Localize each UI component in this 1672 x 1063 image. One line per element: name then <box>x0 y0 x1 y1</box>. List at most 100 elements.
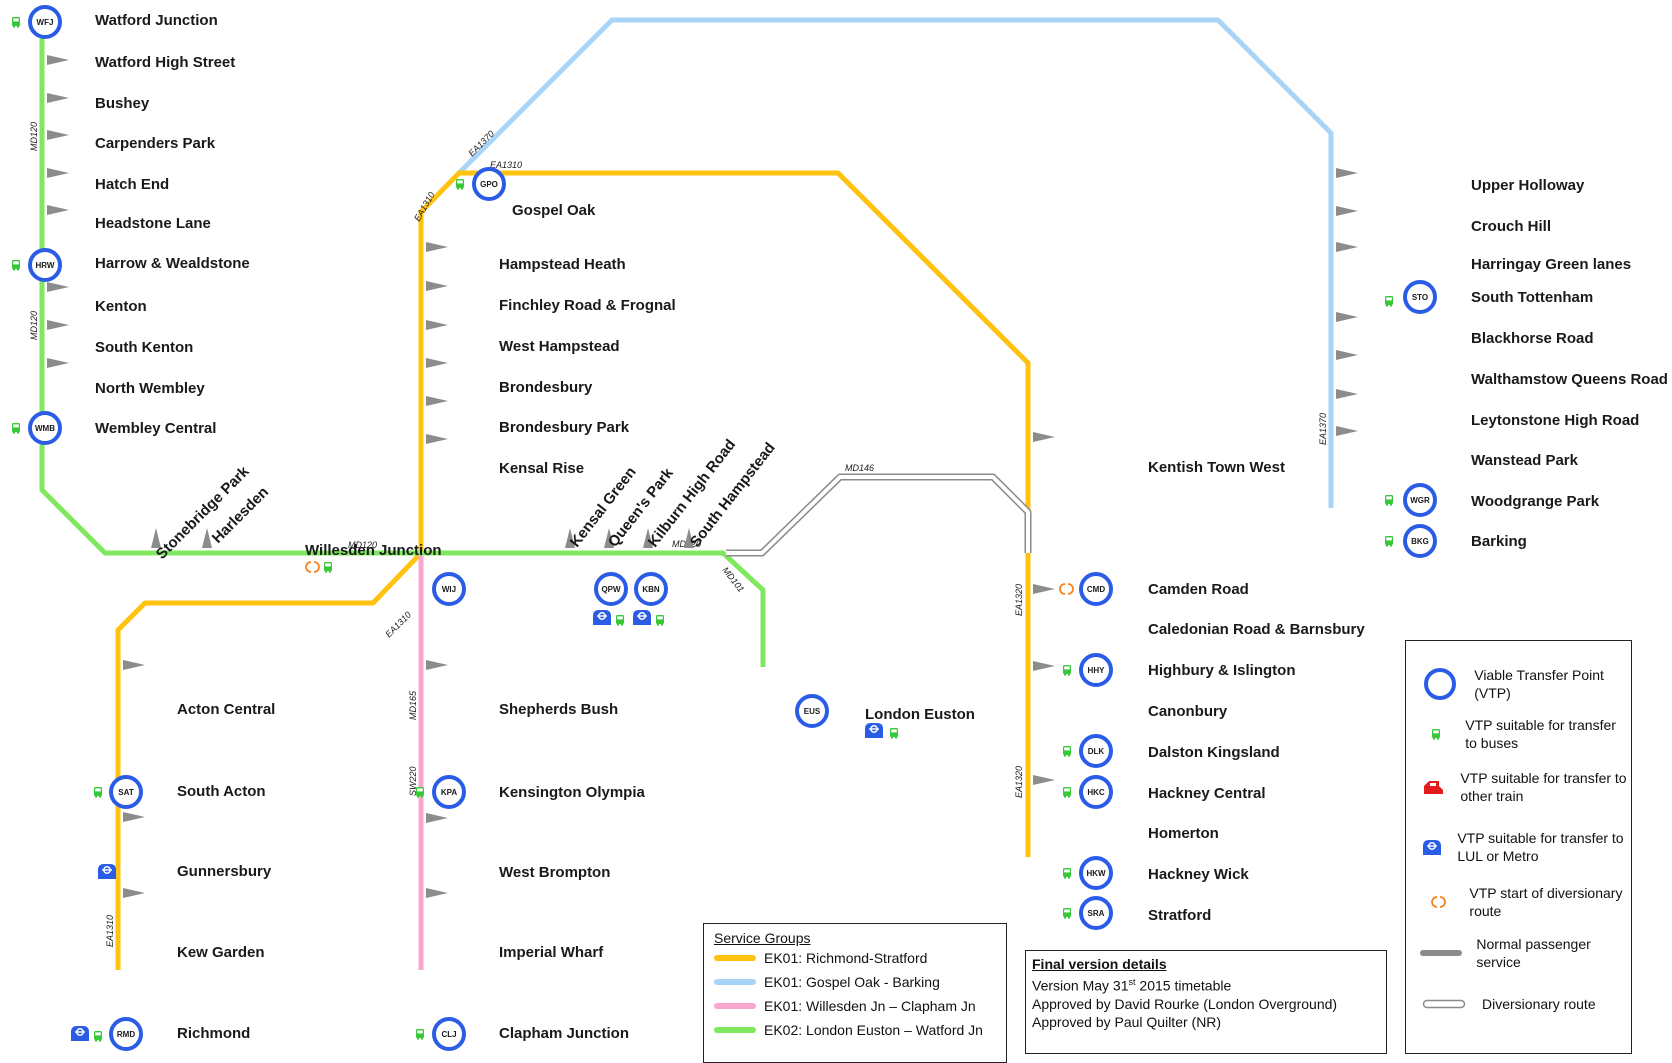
vtp-rmd[interactable]: RMD <box>109 1017 143 1051</box>
bus-icon <box>94 1031 102 1042</box>
vtp-kbn[interactable]: KBN <box>634 572 668 606</box>
station-label-walthamstow-queens-road[interactable]: Walthamstow Queens Road <box>1471 371 1668 388</box>
station-label-barking[interactable]: Barking <box>1471 533 1527 550</box>
station-label-canonbury[interactable]: Canonbury <box>1148 703 1228 720</box>
station-label-shepherds-bush[interactable]: Shepherds Bush <box>499 701 618 718</box>
key-row-bus: VTP suitable for transfer to buses <box>1406 711 1627 757</box>
vtp-cmd[interactable]: CMD <box>1079 572 1113 606</box>
diversion-icon <box>1430 896 1446 908</box>
station-label-brondesbury[interactable]: Brondesbury <box>499 379 593 396</box>
stop-marker <box>1033 432 1055 442</box>
vtp-hrw[interactable]: HRW <box>28 248 62 282</box>
diversionary-route <box>726 473 1032 557</box>
station-label-clapham-junction[interactable]: Clapham Junction <box>499 1025 629 1042</box>
station-label-london-euston[interactable]: London Euston <box>865 706 975 723</box>
station-label-north-wembley[interactable]: North Wembley <box>95 380 205 397</box>
station-label-hackney-wick[interactable]: Hackney Wick <box>1148 866 1249 883</box>
station-label-caledonian-road[interactable]: Caledonian Road & Barnsbury <box>1148 621 1365 638</box>
vtp-wgr[interactable]: WGR <box>1403 483 1437 517</box>
station-label-upper-holloway[interactable]: Upper Holloway <box>1471 177 1585 194</box>
stop-marker <box>47 55 69 65</box>
vtp-sra[interactable]: SRA <box>1079 896 1113 930</box>
station-label-south-tottenham[interactable]: South Tottenham <box>1471 289 1593 306</box>
service-group-row: EK01: Richmond-Stratford <box>714 946 996 970</box>
lul-icon <box>70 1025 90 1042</box>
vtp-bkg[interactable]: BKG <box>1403 524 1437 558</box>
vtp-wmb[interactable]: WMB <box>28 411 62 445</box>
service-groups-panel: Service Groups EK01: Richmond-Stratford … <box>703 923 1007 1063</box>
service-group-label: EK01: Gospel Oak - Barking <box>764 974 940 990</box>
station-label-hatch-end[interactable]: Hatch End <box>95 176 169 193</box>
station-label-kentish-town-west[interactable]: Kentish Town West <box>1148 459 1285 476</box>
station-label-willesden-junction[interactable]: Willesden Junction <box>305 542 442 559</box>
stop-marker <box>1336 206 1358 216</box>
station-label-hampstead-heath[interactable]: Hampstead Heath <box>499 256 626 273</box>
vtp-hhy[interactable]: HHY <box>1079 653 1113 687</box>
station-label-watford-high-street[interactable]: Watford High Street <box>95 54 235 71</box>
service-groups-title: Service Groups <box>714 930 811 946</box>
station-label-kensal-rise[interactable]: Kensal Rise <box>499 460 584 477</box>
station-label-west-brompton[interactable]: West Brompton <box>499 864 610 881</box>
station-label-carpenders-park[interactable]: Carpenders Park <box>95 135 216 152</box>
key-lul-symbol <box>1406 837 1457 857</box>
station-label-finchley-road-frognal[interactable]: Finchley Road & Frognal <box>499 297 676 314</box>
station-label-imperial-wharf[interactable]: Imperial Wharf <box>499 944 604 961</box>
station-label-gospel-oak[interactable]: Gospel Oak <box>512 202 596 219</box>
station-label-highbury-islington[interactable]: Highbury & Islington <box>1148 662 1296 679</box>
station-label-west-hampstead[interactable]: West Hampstead <box>499 338 620 355</box>
vtp-hkc[interactable]: HKC <box>1079 775 1113 809</box>
vtp-wfj[interactable]: WFJ <box>28 5 62 39</box>
vtp-code: BKG <box>1411 537 1429 546</box>
station-label-wanstead-park[interactable]: Wanstead Park <box>1471 452 1579 469</box>
station-label-homerton[interactable]: Homerton <box>1148 825 1219 842</box>
stop-marker <box>1336 350 1358 360</box>
station-label-gunnersbury[interactable]: Gunnersbury <box>177 863 272 880</box>
track-code-label: EA1310 <box>105 915 115 947</box>
station-label-camden-road[interactable]: Camden Road <box>1148 581 1249 598</box>
bus-icon <box>616 615 624 626</box>
station-label-stratford[interactable]: Stratford <box>1148 907 1211 924</box>
station-label-dalston-kingsland[interactable]: Dalston Kingsland <box>1148 744 1280 761</box>
stop-marker <box>1336 242 1358 252</box>
bus-icon <box>1063 868 1071 879</box>
station-label-hackney-central[interactable]: Hackney Central <box>1148 785 1266 802</box>
vtp-sto[interactable]: STO <box>1403 280 1437 314</box>
station-label-harringay-green-lanes[interactable]: Harringay Green lanes <box>1471 256 1631 273</box>
stop-marker <box>426 320 448 330</box>
vtp-dlk[interactable]: DLK <box>1079 734 1113 768</box>
station-label-kew-garden[interactable]: Kew Garden <box>177 944 265 961</box>
vtp-eus[interactable]: EUS <box>795 694 829 728</box>
station-label-acton-central[interactable]: Acton Central <box>177 701 275 718</box>
station-label-leytonstone-high-road[interactable]: Leytonstone High Road <box>1471 412 1639 429</box>
final-version-panel: Final version details Version May 31st 2… <box>1025 950 1387 1054</box>
station-label-brondesbury-park[interactable]: Brondesbury Park <box>499 419 630 436</box>
station-label-south-acton[interactable]: South Acton <box>177 783 266 800</box>
track-code-label: EA1370 <box>1318 413 1328 445</box>
vtp-sat[interactable]: SAT <box>109 775 143 809</box>
station-label-kenton[interactable]: Kenton <box>95 298 147 315</box>
station-label-harrow-wealdstone[interactable]: Harrow & Wealdstone <box>95 255 250 272</box>
vtp-clj[interactable]: CLJ <box>432 1017 466 1051</box>
station-label-crouch-hill[interactable]: Crouch Hill <box>1471 218 1551 235</box>
station-label-kensington-olympia[interactable]: Kensington Olympia <box>499 784 646 801</box>
vtp-hkw[interactable]: HKW <box>1079 856 1113 890</box>
vtp-wij[interactable]: WIJ <box>432 572 466 606</box>
station-label-blackhorse-road[interactable]: Blackhorse Road <box>1471 330 1594 347</box>
vtp-code: QPW <box>601 585 621 594</box>
vtp-kpa[interactable]: KPA <box>432 775 466 809</box>
station-label-south-kenton[interactable]: South Kenton <box>95 339 193 356</box>
station-label-wembley-central[interactable]: Wembley Central <box>95 420 216 437</box>
station-label-bushey[interactable]: Bushey <box>95 95 150 112</box>
station-label-richmond[interactable]: Richmond <box>177 1025 250 1042</box>
station-label-headstone-lane[interactable]: Headstone Lane <box>95 215 211 232</box>
stop-marker <box>123 812 145 822</box>
vtp-code: KPA <box>441 788 458 797</box>
lul-icon <box>97 863 117 880</box>
station-label-woodgrange-park[interactable]: Woodgrange Park <box>1471 493 1600 510</box>
vtp-gpo[interactable]: GPO <box>472 167 506 201</box>
stop-marker <box>426 242 448 252</box>
station-label-watford-junction[interactable]: Watford Junction <box>95 12 218 29</box>
service-group-swatch <box>714 979 756 985</box>
vtp-code: HKW <box>1086 869 1106 878</box>
vtp-qpw[interactable]: QPW <box>594 572 628 606</box>
